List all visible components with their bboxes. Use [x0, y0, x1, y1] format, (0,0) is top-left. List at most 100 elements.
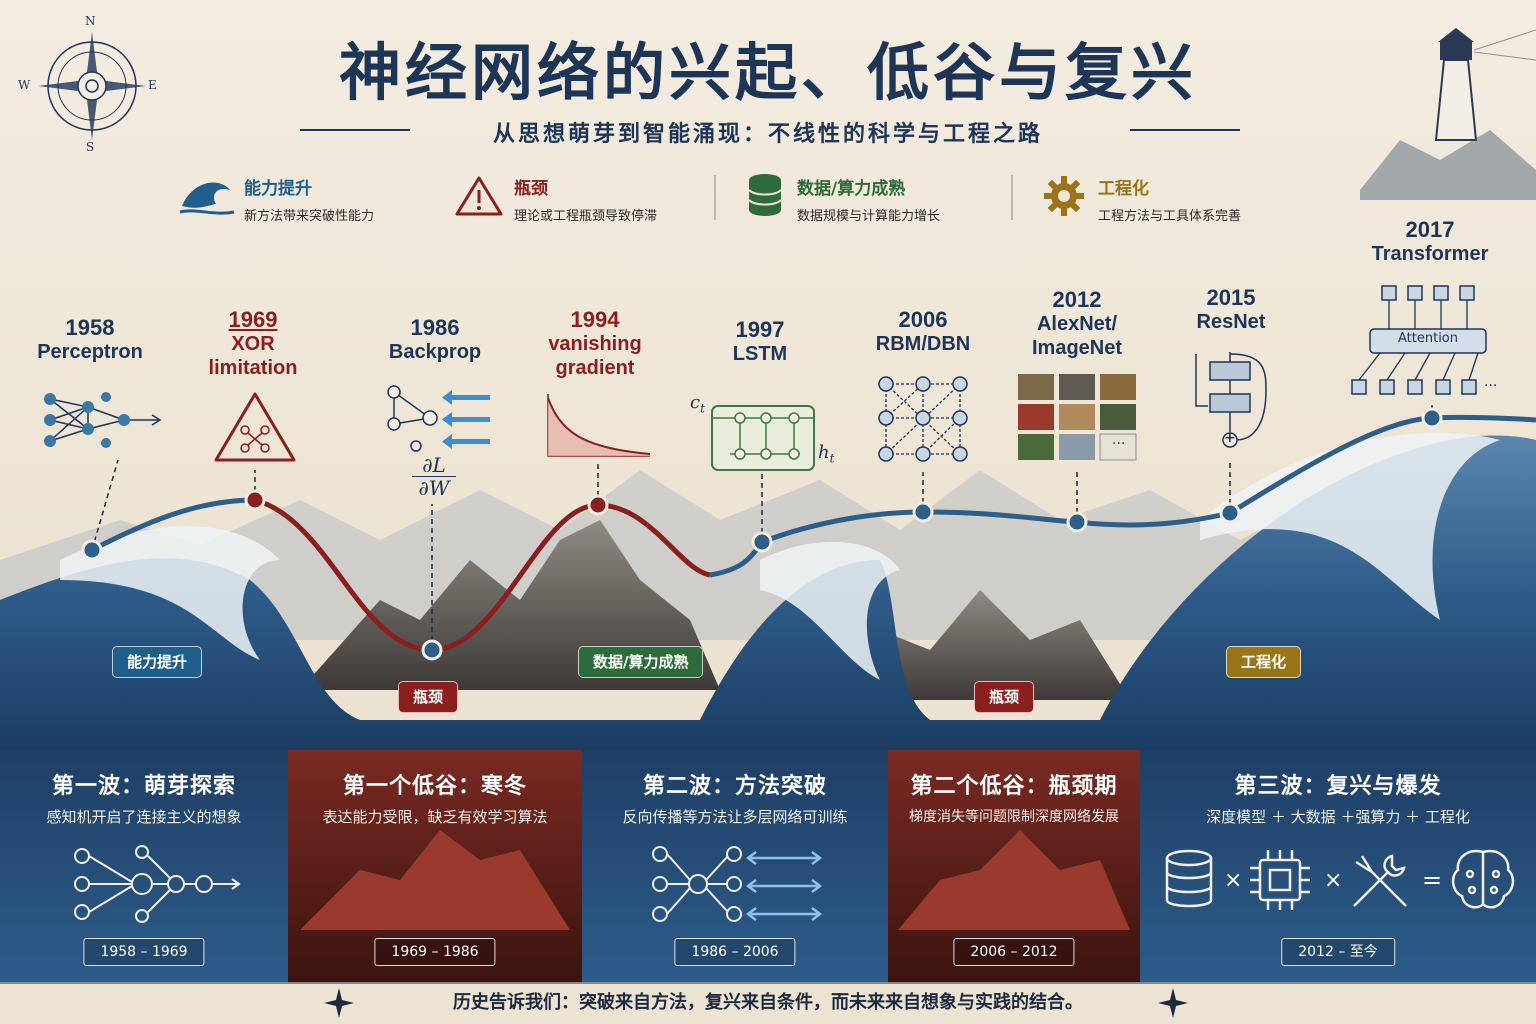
legend-desc: 新方法带来突破性能力 — [244, 209, 375, 224]
compass-north: N — [85, 14, 96, 28]
milestone-1997: 1997 LSTM — [695, 318, 825, 366]
footer-quote: 历史告诉我们：突破来自方法，复兴来自条件，而未来来自想象与实践的结合。 — [453, 992, 1083, 1013]
milestone-2015: 2015 ResNet — [1166, 286, 1296, 334]
backprop-outline-icon — [652, 846, 823, 922]
milestone-point-2006 — [912, 501, 934, 523]
panel-bg-1 — [0, 750, 288, 982]
rbm-grid-icon — [878, 376, 968, 462]
milestone-label: Transformer — [1371, 243, 1489, 265]
ct-subscript: t — [700, 401, 705, 416]
panel-desc: 反向传播等方法让多层网络可训练 — [622, 808, 848, 826]
milestone-1986: 1986 Backprop — [370, 316, 500, 364]
panel-second-wave: 第二波：方法突破 反向传播等方法让多层网络可训练 1986 – 2006 — [582, 750, 888, 982]
milestone-label: AlexNet/ ImageNet — [1031, 313, 1123, 359]
milestone-label: Backprop — [388, 341, 482, 363]
phase-tag-data-compute: 数据/算力成熟 — [578, 646, 704, 678]
milestone-1994: 1994 vanishing gradient — [530, 308, 660, 380]
wave-crest-2 — [760, 541, 900, 680]
milestone-year: 2015 — [1206, 285, 1256, 310]
brain-icon — [1451, 849, 1515, 909]
formula-numerator: ∂L — [422, 453, 446, 477]
vanishing-gradient-chart-icon — [547, 394, 651, 457]
equals-symbol: = — [1422, 866, 1443, 894]
footer-band — [0, 982, 1536, 1024]
milestone-point-1997 — [751, 531, 773, 553]
lighthouse-illustration — [1360, 28, 1536, 200]
panel-bg-3 — [582, 750, 888, 982]
lstm-cell-state-label: ct — [690, 392, 705, 416]
milestone-label: RBM/DBN — [875, 333, 971, 355]
milestone-2012: 2012 AlexNet/ ImageNet — [1012, 288, 1142, 360]
page-subtitle: 从思想萌芽到智能涌现：不线性的科学与工程之路 — [492, 121, 1043, 147]
attention-label: Attention — [1398, 331, 1458, 346]
legend-item-capability: 能力提升 新方法带来突破性能力 — [178, 172, 428, 228]
xor-warning-icon — [214, 392, 296, 462]
legend-item-data: 数据/算力成熟 数据规模与计算能力增长 — [745, 172, 1005, 228]
panel-title: 第三波：复兴与爆发 — [1234, 774, 1442, 799]
milestone-2017: 2017 Transformer — [1362, 218, 1498, 266]
milestone-point-2017 — [1421, 407, 1443, 429]
gradient-formula: ∂L ∂W — [412, 454, 456, 499]
milestone-label: vanishing gradient — [548, 333, 642, 379]
star-compass-icon-left — [324, 988, 354, 1018]
milestone-label: LSTM — [732, 343, 788, 365]
panel-range: 1958 – 1969 — [83, 938, 205, 966]
backprop-diagram-icon — [387, 385, 490, 452]
legend-item-bottleneck: 瓶颈 理论或工程瓶颈导致停滞 — [454, 172, 704, 228]
milestone-year: 1958 — [65, 315, 115, 340]
panel-first-wave: 第一波：萌芽探索 感知机开启了连接主义的想象 1958 – 1969 — [0, 750, 288, 982]
phase-tag-capability: 能力提升 — [112, 646, 203, 678]
ct-symbol: c — [690, 392, 701, 413]
panel-range: 2006 – 2012 — [953, 938, 1075, 966]
lstm-hidden-state-label: ht — [818, 442, 834, 466]
wave-icon — [179, 182, 235, 215]
trend-curve-fall1 — [254, 497, 711, 653]
milestone-point-1958 — [81, 539, 103, 561]
milestone-markers — [81, 405, 1443, 661]
legend-name: 工程化 — [1098, 179, 1149, 199]
panel-bg-5 — [1140, 750, 1536, 982]
milestone-1969: 1969 XOR limitation — [188, 308, 318, 380]
legend-desc: 工程方法与工具体系完善 — [1098, 209, 1242, 224]
compass-icon: N S E W — [18, 14, 162, 154]
panel-range: 2012 – 至今 — [1281, 938, 1395, 966]
database-icon — [748, 174, 782, 216]
milestone-point-2015 — [1219, 502, 1241, 524]
legend-name: 能力提升 — [244, 179, 312, 199]
milestone-year: 1969 — [228, 307, 278, 332]
distant-mountains — [0, 470, 1536, 640]
phase-tag-bottleneck-1: 瓶颈 — [398, 681, 459, 713]
milestone-point-1986 — [421, 639, 443, 661]
panel-second-winter: 第二个低谷：瓶颈期 梯度消失等问题限制深度网络发展 2006 – 2012 — [888, 750, 1140, 982]
transformer-attention-icon — [1351, 285, 1487, 395]
panel-desc: 梯度消失等问题限制深度网络发展 — [909, 809, 1119, 825]
resnet-block-icon — [1195, 352, 1267, 448]
panel-title: 第一个低谷：寒冬 — [342, 774, 527, 799]
panel-desc: 表达能力受限，缺乏有效学习算法 — [322, 808, 548, 826]
imagenet-thumbnails — [1018, 374, 1137, 461]
compass-east: E — [148, 78, 157, 92]
perceptron-diagram-icon — [44, 392, 162, 448]
wave-crest-1 — [60, 526, 280, 660]
phase-tag-bottleneck-2: 瓶颈 — [974, 681, 1035, 713]
panel-title: 第二个低谷：瓶颈期 — [910, 774, 1118, 799]
milestone-point-1969 — [244, 489, 266, 511]
more-tokens-ellipsis: ··· — [1484, 378, 1498, 394]
perceptron-outline-icon — [74, 845, 241, 923]
milestone-year: 1994 — [570, 307, 620, 332]
panel-title: 第一波：萌芽探索 — [51, 774, 236, 799]
panel-mountain-2 — [898, 830, 1130, 930]
compass-west: W — [18, 78, 31, 92]
phase-tag-engineering: 工程化 — [1226, 646, 1302, 678]
panel-range: 1969 – 1986 — [374, 938, 496, 966]
more-images-ellipsis: ··· — [1112, 436, 1126, 452]
milestone-point-1994 — [587, 494, 609, 516]
panel-first-winter: 第一个低谷：寒冬 表达能力受限，缺乏有效学习算法 1969 – 1986 — [288, 750, 582, 982]
legend-name: 瓶颈 — [514, 179, 548, 199]
panel-third-wave: 第三波：复兴与爆发 深度模型 ＋ 大数据 ＋强算力 ＋ 工程化 × × = 20… — [1140, 750, 1536, 982]
panel-desc: 深度模型 ＋ 大数据 ＋强算力 ＋ 工程化 — [1206, 808, 1470, 826]
compass-south: S — [86, 140, 95, 154]
page-title: 神经网络的兴起、低谷与复兴 — [338, 36, 1197, 109]
times-symbol: × — [1324, 868, 1343, 893]
panel-mountain-1 — [300, 830, 570, 930]
